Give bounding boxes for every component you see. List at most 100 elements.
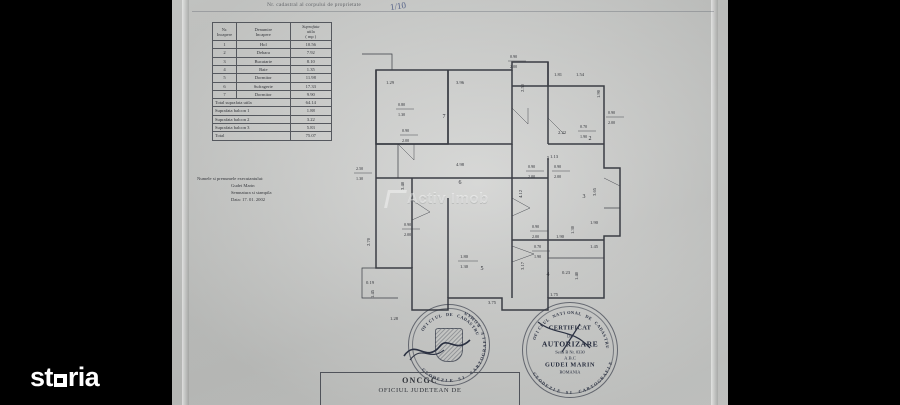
dim-label: 0.90 [532,224,539,229]
dim-label: 3.48 [400,181,405,190]
cell-total-value: 75.07 [289,131,333,141]
cell-nr: 3 [212,56,237,67]
room-schedule-table: Nr. Incapere Denumire Incapere Suprafata… [212,21,333,141]
header-cell-area: Suprafata utila ( mp ) [289,21,333,42]
dim-label: 1.29 [386,80,395,85]
stamp-inner-ring [412,308,486,382]
dim-label: 1.90 [580,134,587,139]
stamp-arc-char: L [577,311,582,317]
cell-nr: 7 [212,89,237,100]
cell-name: Dormitor [235,89,291,100]
dim-label: 3.75 [488,300,497,305]
stamp-line-name: GUDEI MARIN [544,361,596,369]
dim-label: 1.90 [596,89,601,98]
stamp-arc-char: A [481,344,488,348]
plan-room-number: 3 [583,194,586,200]
plan-dimension-labels: 1.29 3.96 0.80 1.30 0.90 2.00 2.50 0.90 … [354,54,624,321]
cell-name: Hol [235,40,291,50]
stamp-line-romania: ROMANIA [559,369,581,375]
scanned-document: Nr. cadastral al corpului de proprietate… [172,0,728,405]
cell-total-label: Suprafata balcon 1 [212,106,291,116]
stamp-line-autorizare: AUTORIZARE [541,338,599,348]
stamp-arc-char: E [449,312,453,318]
dim-label: 3.96 [456,80,465,85]
dim-label: 1.13 [550,154,559,159]
plan-doors [397,107,621,263]
watermark-text: Activ Imob [407,190,489,207]
stamp-arc-char: I [481,336,487,340]
stamp-arc-char: U [604,344,611,349]
dim-label: 0.19 [366,280,375,285]
cell-name: Bucatarie [235,56,291,67]
cell-area: 9.90 [289,89,333,100]
plan-room-number: 6 [459,180,462,186]
dim-label: 1.81 [554,72,563,77]
header-nr-line2: Incapere [216,31,233,37]
dim-label: 1.90 [590,220,599,225]
cell-name: Debara [235,48,291,58]
cell-name: Dormitor [235,73,291,83]
plan-room-number: 4 [547,272,550,278]
dim-label: 1.30 [398,112,405,117]
dim-label: 2.00 [404,232,411,237]
stamp-arc-char: E [556,388,561,394]
header-name-line1: Denumire [254,26,273,32]
cell-nr: 4 [212,65,237,75]
executant-date: Data: 17. 01. 2002 [231,196,266,202]
dim-label: 3.65 [592,187,597,196]
header-area-line2: utila [306,29,315,35]
stamp-arc-char: R [475,322,482,329]
dim-label: 0.90 [554,164,561,169]
plan-room-number: 1 [547,156,550,162]
header-cell-nr: Nr. Incapere [212,21,237,42]
plan-room-number: 2 [589,136,592,142]
cell-total-value: 3.22 [289,114,333,125]
cell-area: 7.92 [289,48,333,58]
stamp-inner-ring [526,306,614,394]
cell-nr: 5 [212,73,237,83]
footer-title: ONCGC [402,376,438,385]
stamp-arc-char: I [570,389,572,395]
dim-label: 2.50 [520,83,525,92]
dim-label: 0.70 [534,244,541,249]
cell-nr: 1 [212,40,237,50]
dim-label: 4.98 [456,162,465,167]
dim-label: 1.80 [460,254,469,259]
stamp-arc-char: I [552,386,556,393]
dim-label: 1.45 [370,289,375,298]
dim-label: 0.70 [580,124,587,129]
dim-label: 0.90 [608,110,615,115]
stamp-certificat-autorizare: CERTIFICAT DE AUTORIZARE Seria B Nr. 033… [522,302,618,398]
paper-fold-right [711,0,718,405]
stamp-arc-char: E [607,361,614,366]
cell-total-label: Total [212,131,291,141]
dim-label: 0.80 [398,102,405,107]
table-header-row: Nr. Incapere Denumire Incapere Suprafata… [212,21,333,42]
cell-area: 17.33 [289,81,333,91]
dim-label: 1.28 [390,316,399,321]
stamp-arc-char: E [479,331,486,336]
plan-room-number: 7 [443,114,446,120]
dim-label: 1.30 [356,176,363,181]
header-area-line3: ( mp ) [305,34,317,40]
cell-nr: 6 [212,81,237,91]
cell-area: 1.35 [289,65,333,75]
header-nr-line1: Nr. [221,26,228,32]
dim-label: 1.30 [460,264,469,269]
dim-label: 0.90 [402,128,409,133]
executant-signature-note: Semnatura si stampila [231,189,272,195]
stamp-arc-char: S [565,389,569,396]
dim-label: 2.00 [402,138,409,143]
dim-label: 2.00 [510,64,517,69]
